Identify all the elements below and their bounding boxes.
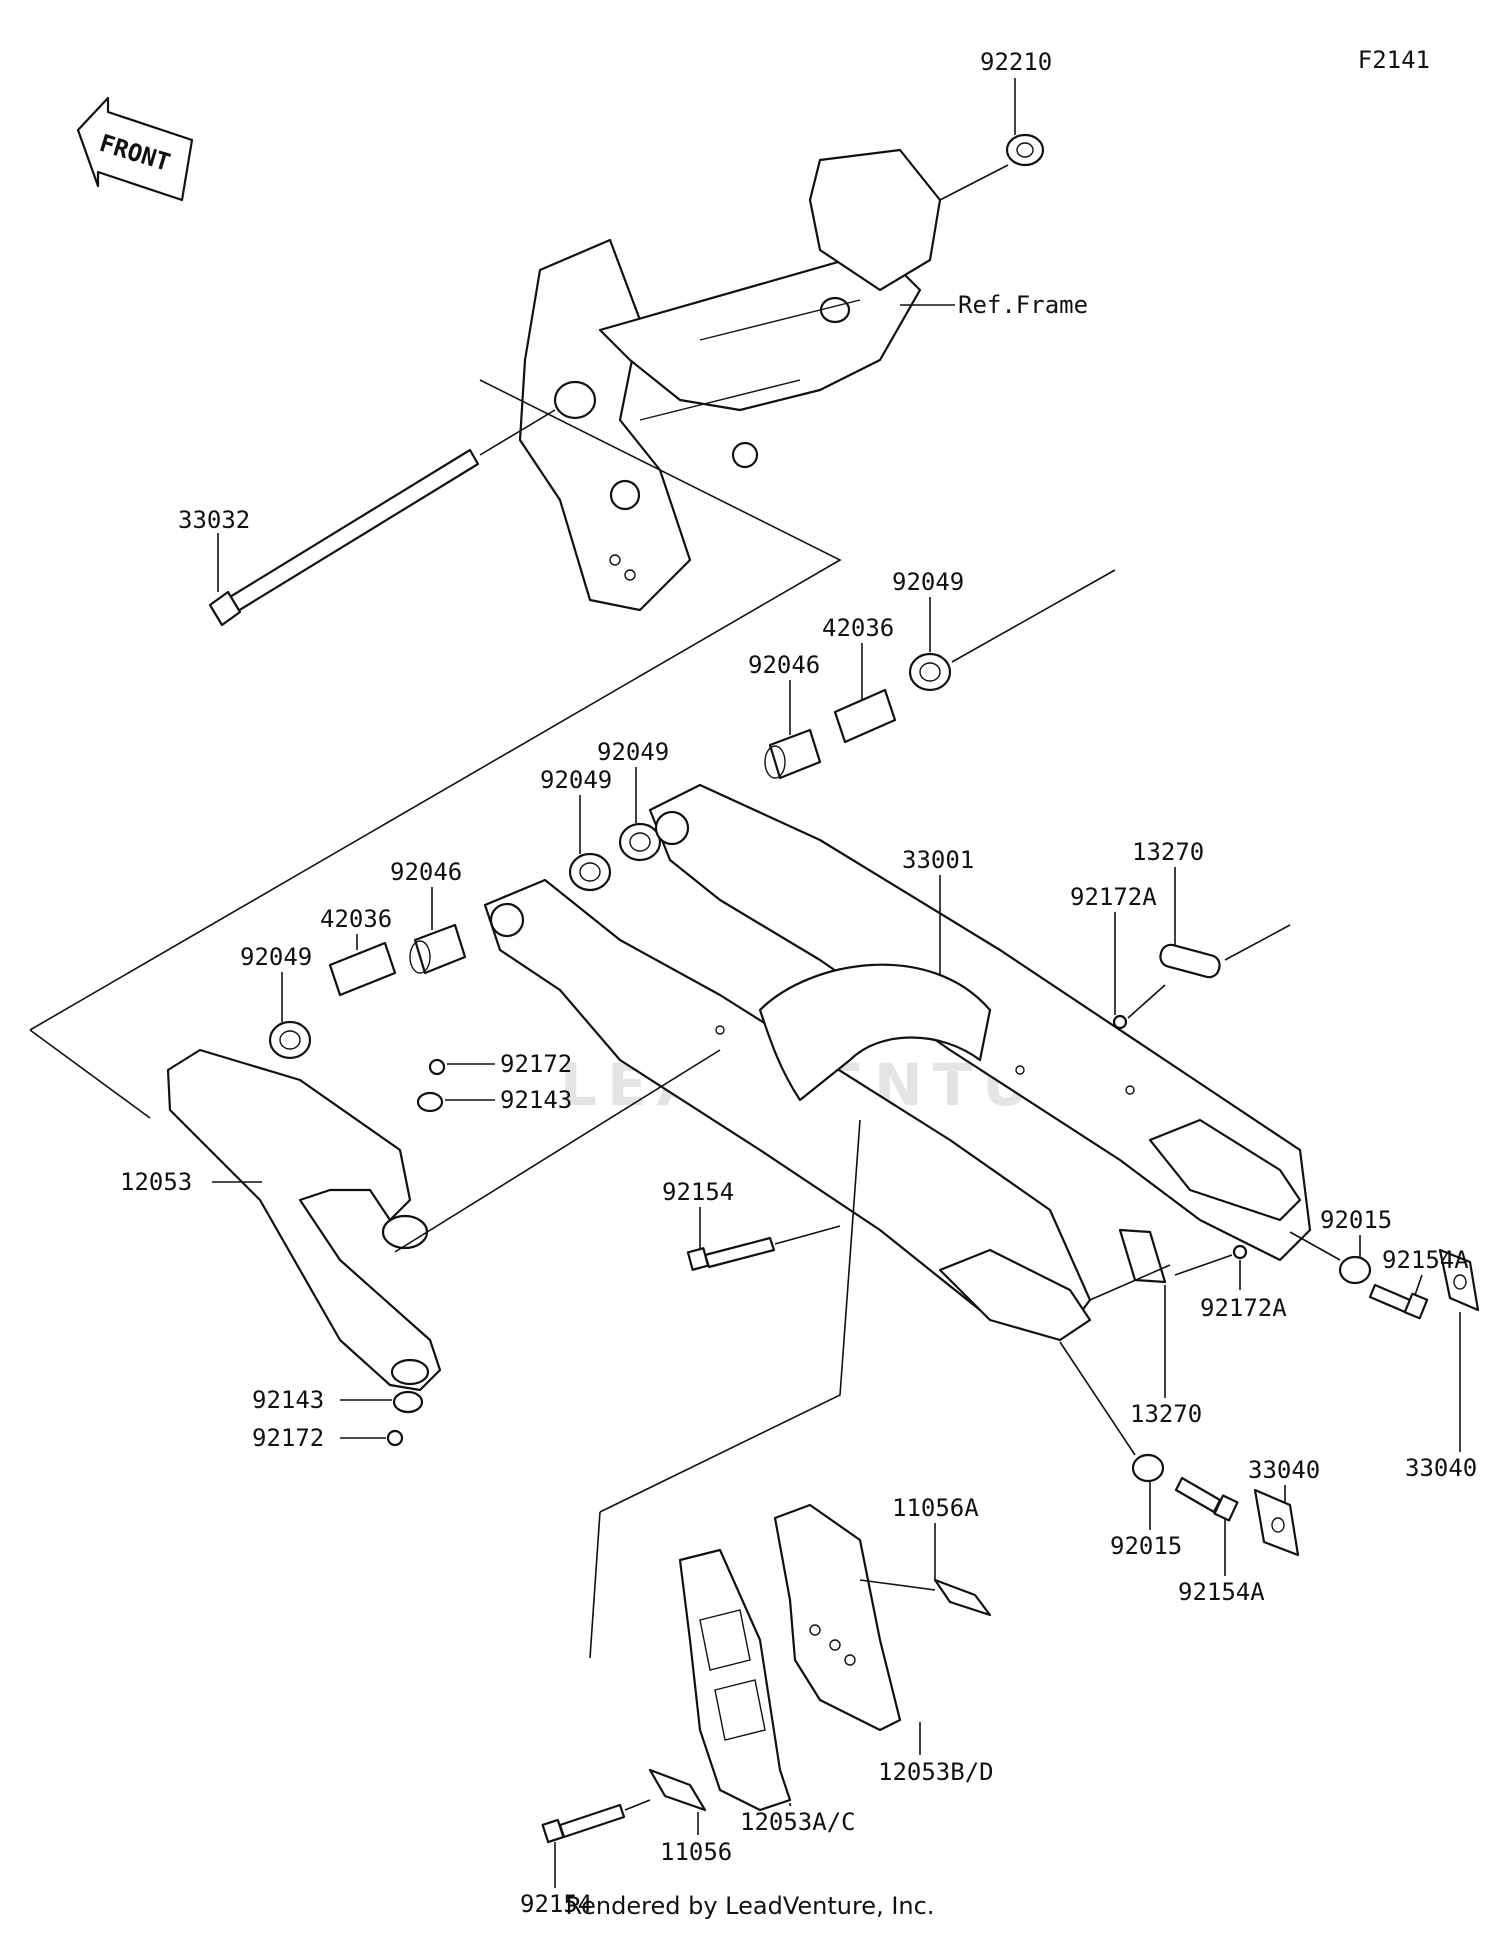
- ref-frame-label: Ref.Frame: [958, 291, 1088, 319]
- plate-11056A: [933, 1578, 992, 1617]
- label-33001: 33001: [902, 846, 974, 874]
- label-42036-left: 42036: [320, 905, 392, 933]
- chain-slider-12053: [166, 1048, 442, 1392]
- label-11056: 11056: [660, 1838, 732, 1866]
- screw-92172A-low: [1232, 1244, 1248, 1260]
- label-92154A-low: 92154A: [1178, 1578, 1265, 1606]
- plate-11056: [648, 1768, 707, 1812]
- washer-92143-low: [392, 1390, 424, 1414]
- label-92154-bottom: 92154: [520, 1890, 592, 1918]
- label-92172-low: 92172: [252, 1424, 324, 1452]
- nut-92015-low: [1131, 1453, 1165, 1483]
- footer-credit: Rendered by LeadVenture, Inc.: [565, 1892, 935, 1920]
- label-92172A-low: 92172A: [1200, 1294, 1287, 1322]
- seal-92049-mid-left: [568, 852, 612, 892]
- bolt-92154A-low: [1174, 1476, 1239, 1522]
- seal-92049-left: [268, 1020, 312, 1060]
- screw-92172-low: [386, 1429, 404, 1447]
- label-33032: 33032: [178, 506, 250, 534]
- bolt-92154-bottom: [541, 1803, 626, 1844]
- label-92049-mid-left: 92049: [540, 766, 612, 794]
- label-12053BD: 12053B/D: [878, 1758, 994, 1786]
- bolt-92154A-right: [1368, 1283, 1429, 1320]
- label-92143-mid: 92143: [500, 1086, 572, 1114]
- label-33040-low: 33040: [1248, 1456, 1320, 1484]
- screw-92172A-top: [1112, 1014, 1128, 1030]
- plate-13270-top: [1159, 943, 1221, 979]
- chain-guide-12053A-C: [678, 1548, 792, 1812]
- label-92049-top: 92049: [892, 568, 964, 596]
- collar-42036-left: [328, 941, 397, 997]
- label-92046-left: 92046: [390, 858, 462, 886]
- label-92154-mid: 92154: [662, 1178, 734, 1206]
- plate-33040-low: [1253, 1488, 1300, 1557]
- seal-92049-top: [908, 652, 952, 692]
- label-92143-low: 92143: [252, 1386, 324, 1414]
- diagram-code: F2141: [1357, 46, 1430, 74]
- label-42036-top: 42036: [822, 614, 894, 642]
- screw-92172-mid: [428, 1058, 446, 1076]
- label-92172-mid: 92172: [500, 1050, 572, 1078]
- swingarm-33001: [483, 783, 1312, 1342]
- label-92154A-right: 92154A: [1382, 1246, 1469, 1274]
- label-12053: 12053: [120, 1168, 192, 1196]
- label-92015-right: 92015: [1320, 1206, 1392, 1234]
- front-arrow-icon: FRONT: [76, 96, 194, 202]
- label-92015-low: 92015: [1110, 1532, 1182, 1560]
- label-13270-top: 13270: [1132, 838, 1204, 866]
- plate-13270-low: [1118, 1228, 1167, 1284]
- label-92046-top: 92046: [748, 651, 820, 679]
- label-33040-right: 33040: [1405, 1454, 1477, 1482]
- label-11056A: 11056A: [892, 1494, 979, 1522]
- label-13270-low: 13270: [1130, 1400, 1202, 1428]
- bearing-92046-top: [764, 728, 822, 780]
- seal-92049-mid-right: [618, 822, 662, 862]
- plate-33040-right: [1438, 1248, 1480, 1312]
- label-92049-left: 92049: [240, 943, 312, 971]
- frame-reference: [518, 148, 942, 612]
- pivot-shaft-33032: [208, 448, 480, 627]
- collar-42036-top: [833, 688, 897, 744]
- label-92172A-top: 92172A: [1070, 883, 1157, 911]
- nut-92210: [1005, 133, 1045, 167]
- washer-92143-mid: [416, 1091, 444, 1113]
- bolt-92154-mid: [686, 1236, 776, 1271]
- chain-guide-12053B-D: [773, 1503, 902, 1732]
- nut-92015-right: [1338, 1255, 1372, 1285]
- label-12053AC: 12053A/C: [740, 1808, 856, 1836]
- label-92049-mid-right: 92049: [597, 738, 669, 766]
- bearing-92046-left: [409, 923, 467, 975]
- label-92210: 92210: [980, 48, 1052, 76]
